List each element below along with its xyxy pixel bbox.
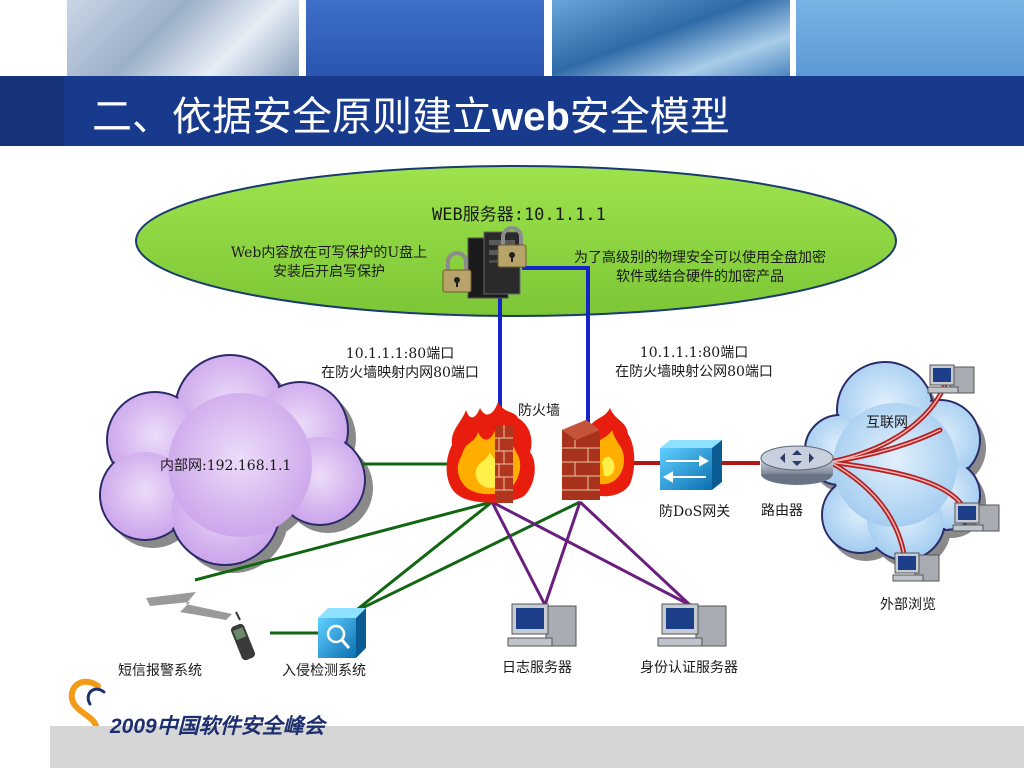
footer-conference-name: 2009中国软件安全峰会 bbox=[110, 715, 325, 738]
firewall-label: 防火墙 bbox=[518, 403, 560, 419]
ids-label: 入侵检测系统 bbox=[282, 663, 366, 679]
internet-links bbox=[827, 382, 968, 563]
physical-security-note: 为了高级别的物理安全可以使用全盘加密 软件或结合硬件的加密产品 bbox=[574, 250, 826, 285]
external-browse-label: 外部浏览 bbox=[880, 597, 936, 613]
router-icon bbox=[760, 445, 834, 485]
firewall-brick-icon bbox=[562, 408, 635, 500]
page-title: 二、依据安全原则建立web安全模型 bbox=[92, 94, 730, 140]
banner-photo-buildings bbox=[552, 0, 790, 76]
intranet-label: 内部网:192.168.1.1 bbox=[160, 458, 292, 474]
footer-band bbox=[50, 726, 1024, 768]
log-server-label: 日志服务器 bbox=[502, 660, 572, 676]
mobile-phone-icon bbox=[230, 611, 256, 661]
computer-icon bbox=[952, 502, 1000, 532]
banner-photo-keyboard bbox=[67, 0, 299, 76]
web-content-note: Web内容放在可写保护的U盘上 安装后开启写保护 bbox=[230, 245, 428, 280]
banner-block-blue bbox=[306, 0, 544, 76]
intranet-port-mapping-label: 10.1.1.1:80端口 在防火墙映射内网80端口 bbox=[321, 346, 479, 381]
computer-icon bbox=[927, 364, 975, 394]
log-server-computer-icon bbox=[507, 603, 577, 647]
banner-block-lightblue bbox=[796, 0, 1024, 76]
computer-icon bbox=[892, 552, 940, 582]
ids-icon bbox=[318, 608, 366, 658]
sms-alarm-label: 短信报警系统 bbox=[118, 663, 202, 679]
dos-gateway-label: 防DoS网关 bbox=[659, 504, 731, 520]
auth-server-computer-icon bbox=[657, 603, 727, 647]
green-links bbox=[194, 462, 581, 635]
blue-links bbox=[498, 266, 590, 425]
padlock-icon bbox=[497, 226, 527, 268]
internet-label: 互联网 bbox=[866, 415, 908, 431]
purple-links bbox=[490, 500, 692, 607]
internet-port-mapping-label: 10.1.1.1:80端口 在防火墙映射公网80端口 bbox=[615, 345, 773, 380]
dos-gateway-icon bbox=[660, 440, 722, 490]
firewall-flame-icon bbox=[446, 402, 535, 503]
router-label: 路由器 bbox=[761, 503, 803, 519]
web-server-label: WEB服务器:10.1.1.1 bbox=[432, 205, 606, 225]
lightning-bolt-icon bbox=[146, 592, 232, 620]
intranet-cloud bbox=[99, 354, 373, 573]
auth-server-label: 身份认证服务器 bbox=[640, 660, 738, 676]
title-panel bbox=[64, 76, 1024, 146]
padlock-icon bbox=[442, 251, 472, 293]
